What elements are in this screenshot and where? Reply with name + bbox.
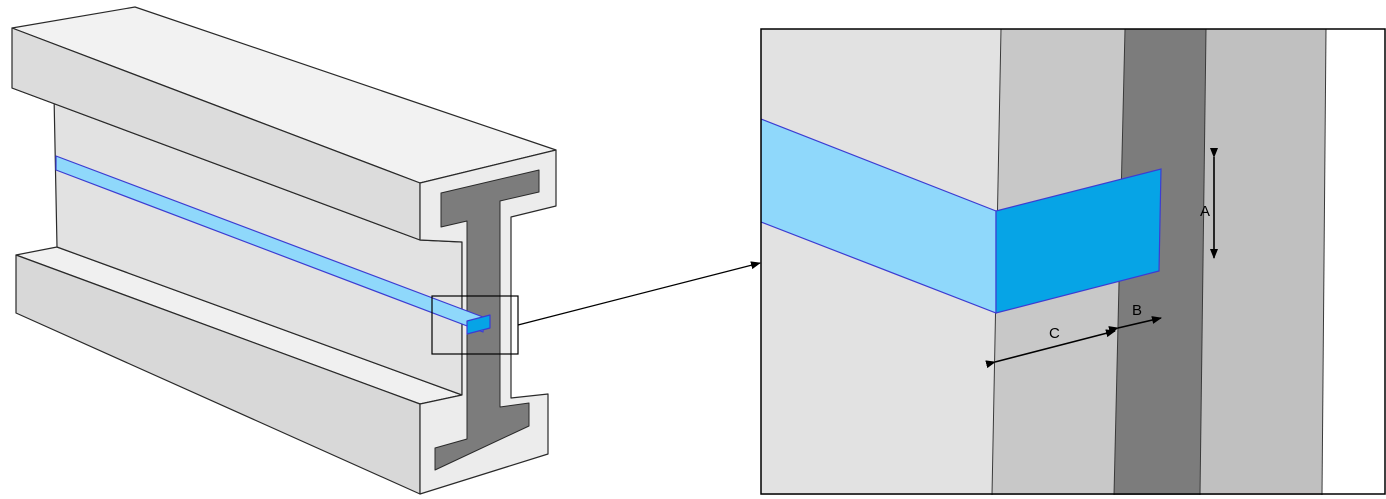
blue-strip-end [466,314,491,335]
zoom-frame [760,28,1386,495]
zoom-blue-strip-end [995,168,1162,314]
zoom-concrete-cover-right [1200,29,1326,495]
zoom-steel-web [1114,29,1206,495]
zoomed-detail [761,29,1386,495]
dimension-a-label: A [1200,203,1210,220]
zoom-connector-arrow [517,261,761,326]
dimension-b-arrow [1108,316,1162,334]
dimension-a: A [1200,148,1218,259]
blue-strip-3d [55,155,491,335]
dimension-c: C [985,325,1116,369]
blue-strip-side [55,155,484,333]
dimension-b: B [1108,302,1162,334]
dimension-b-label: B [1132,302,1142,319]
dimension-c-label: C [1049,325,1060,342]
dimension-c-arrow [985,329,1116,369]
